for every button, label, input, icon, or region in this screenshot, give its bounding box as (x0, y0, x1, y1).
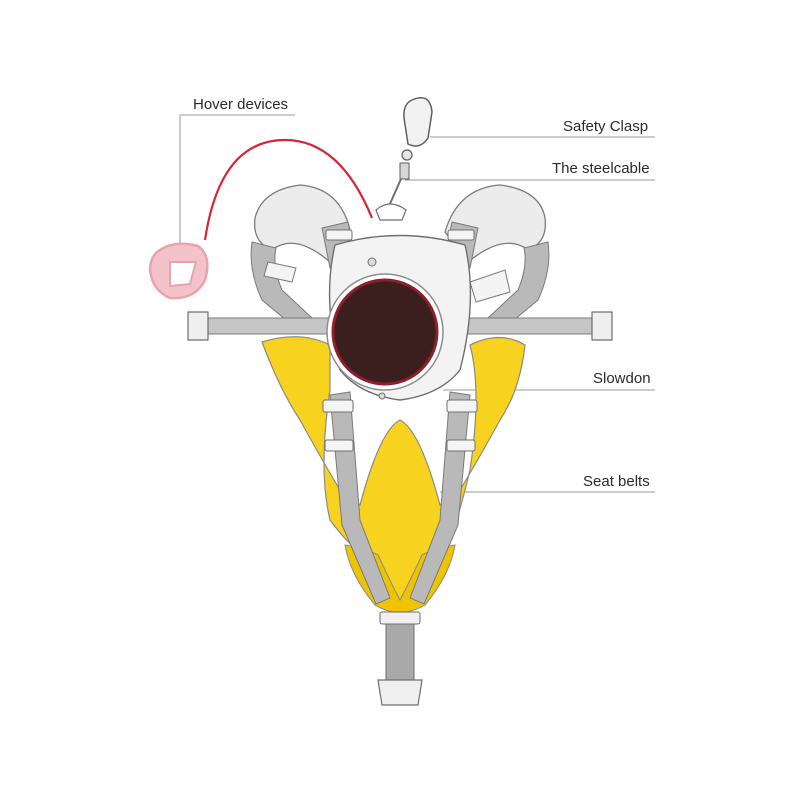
crotch-strap (377, 611, 423, 706)
buckle-chest-left (325, 229, 353, 241)
buckle-right-mid (446, 439, 476, 452)
buckle-left-upper (322, 399, 354, 413)
hover-device (148, 138, 374, 300)
hover-device-cable (203, 138, 374, 241)
crotch-strap-webbing (385, 617, 415, 681)
slowdown-screw-bottom (378, 392, 386, 400)
label-seat-belts: Seat belts (583, 473, 650, 490)
slowdown-screw-top (367, 257, 377, 267)
slowdown-device (326, 234, 472, 401)
safety-clasp (403, 97, 433, 147)
label-slowdown: Slowdon (593, 370, 651, 387)
hover-device-grip (169, 261, 198, 288)
left-shoulder-strap (250, 241, 313, 331)
label-steel-cable: The steelcable (552, 160, 650, 177)
leader-hover-devices (179, 114, 295, 245)
slowdown-disc (331, 278, 439, 386)
top-d-ring (375, 203, 407, 221)
buckle-right-upper (446, 399, 478, 413)
left-back-strap-buckle (263, 261, 297, 283)
label-hover-devices: Hover devices (193, 96, 289, 113)
crotch-strap-buckle-top (379, 611, 421, 625)
buckle-left-mid (324, 439, 354, 452)
cable-ferrule (399, 162, 410, 180)
right-belt-buckle (591, 311, 613, 341)
label-safety-clasp: Safety Clasp (563, 118, 649, 135)
clasp-swivel (401, 149, 413, 161)
left-belt-buckle (187, 311, 209, 341)
buckle-chest-right (447, 229, 475, 241)
right-back-strap-buckle (469, 269, 511, 303)
crotch-strap-clip (377, 679, 423, 706)
strap-buckles (322, 229, 478, 452)
safety-clasp-assembly (375, 97, 433, 221)
